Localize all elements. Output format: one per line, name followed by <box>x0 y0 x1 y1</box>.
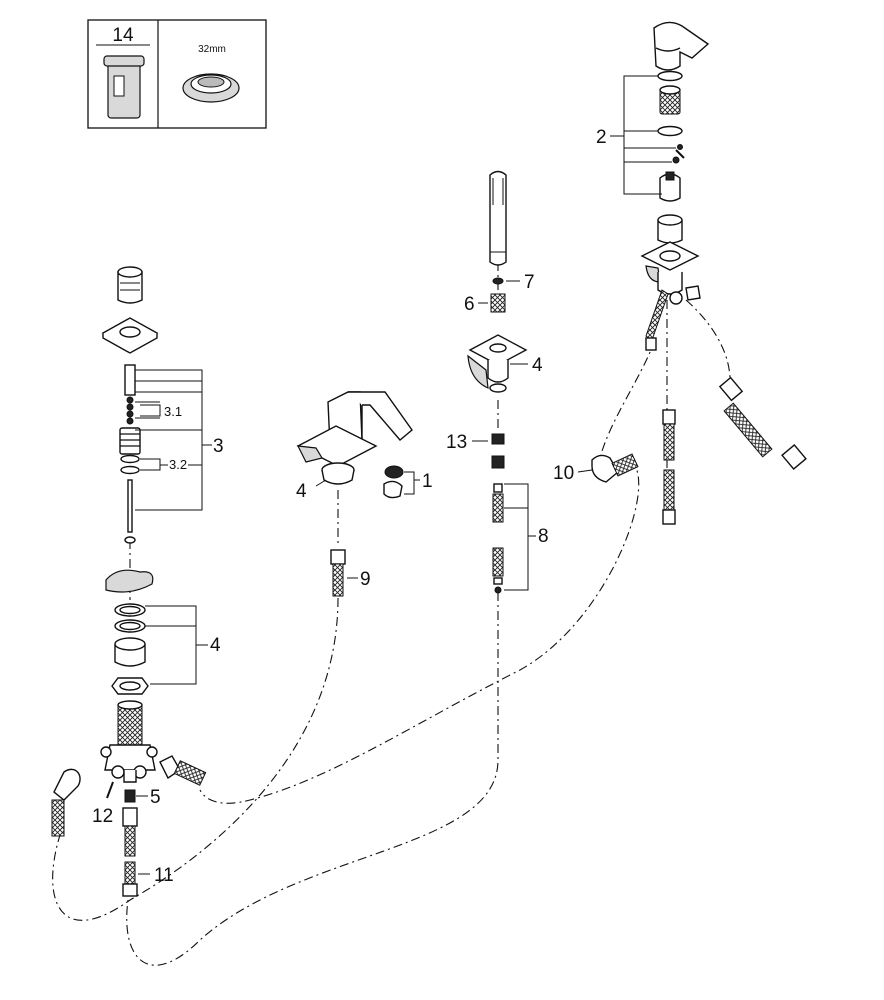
spout-assembly <box>296 391 413 597</box>
callout-labels: 1 2 3 3.1 3.2 4 4 4 5 6 7 8 9 10 11 12 1… <box>92 127 607 886</box>
callout-9: 9 <box>360 569 371 590</box>
valve-body <box>51 700 207 897</box>
callout-4-left: 4 <box>210 635 221 656</box>
hand-shower-assembly <box>467 170 528 594</box>
callout-1: 1 <box>422 471 433 492</box>
callout-6: 6 <box>464 294 475 315</box>
callout-4-spout: 4 <box>296 481 307 502</box>
callout-4-hand: 4 <box>532 355 543 376</box>
inset-part-number: 14 <box>112 25 134 46</box>
left-handle-assembly <box>101 266 159 695</box>
cartridge-tool-icon <box>103 55 145 119</box>
spout-leaders <box>315 471 420 579</box>
left-leaders <box>135 369 212 875</box>
callout-3: 3 <box>213 436 224 457</box>
mixer-leaders <box>577 75 676 473</box>
mixer-handle-assembly <box>591 21 807 525</box>
callout-8: 8 <box>538 526 549 547</box>
callout-11: 11 <box>154 865 174 886</box>
callout-2: 2 <box>596 127 607 148</box>
callout-12: 12 <box>92 806 113 827</box>
callout-3-2: 3.2 <box>169 457 187 472</box>
callout-13: 13 <box>446 432 467 453</box>
hand-shower-leaders <box>472 280 536 591</box>
callout-7: 7 <box>524 272 535 293</box>
callout-3-1: 3.1 <box>164 404 182 419</box>
mounting-nut-icon <box>182 73 240 103</box>
callout-10: 10 <box>553 463 574 484</box>
connection-lines <box>52 262 731 966</box>
spare-part-inset: 14 32mm <box>87 19 267 129</box>
inset-size-label: 32mm <box>198 44 226 55</box>
callout-5: 5 <box>150 787 161 808</box>
